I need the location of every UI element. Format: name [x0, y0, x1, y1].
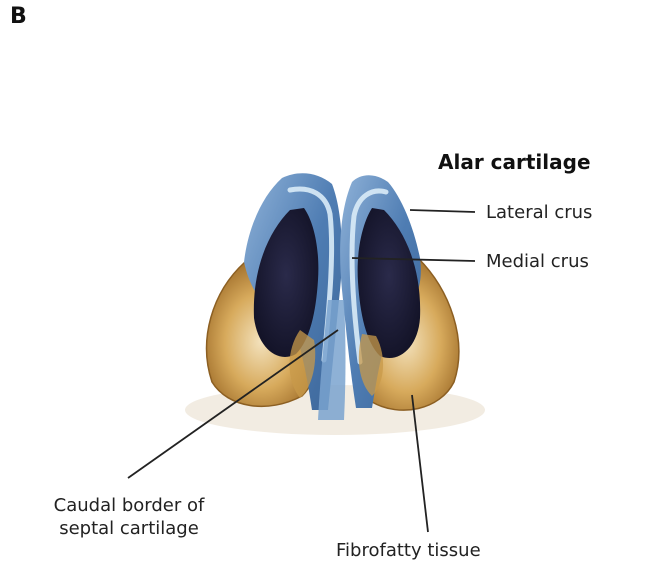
- caudal-border-label: Caudal border of septal cartilage: [18, 495, 240, 540]
- fibrofatty-tissue-label: Fibrofatty tissue: [336, 540, 481, 563]
- caudal-border-label-line1: Caudal border of: [18, 495, 240, 518]
- alar-cartilage-title: Alar cartilage: [438, 150, 591, 174]
- medial-crus-label: Medial crus: [486, 251, 589, 274]
- lateral-crus-label: Lateral crus: [486, 202, 592, 225]
- lateral-crus-leader: [410, 210, 475, 212]
- caudal-border-label-line2: septal cartilage: [18, 518, 240, 541]
